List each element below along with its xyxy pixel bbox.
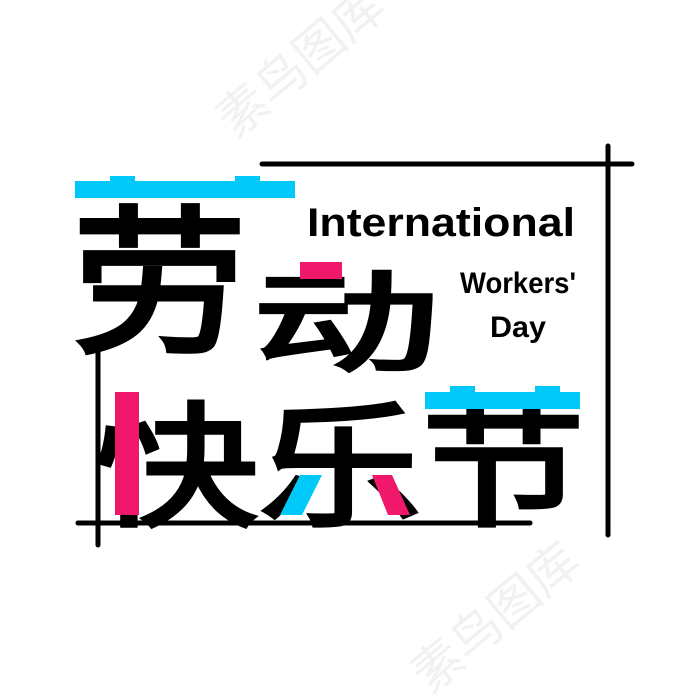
english-line-international: International bbox=[307, 201, 575, 245]
pink-bar-kuai bbox=[115, 392, 139, 515]
blue-tab-1 bbox=[110, 176, 135, 184]
english-line-workers: Workers' bbox=[460, 267, 576, 300]
chinese-title: 劳 动 快乐节 bbox=[72, 191, 585, 547]
pink-slash-le bbox=[372, 475, 410, 515]
blue-tab-4 bbox=[535, 386, 560, 394]
title-char-lao: 劳 bbox=[72, 191, 247, 378]
watermark-bottom: 素鸟图库 bbox=[400, 531, 590, 700]
accent-shapes bbox=[75, 176, 580, 515]
title-char-dong: 动 bbox=[252, 260, 440, 388]
blue-slash-le bbox=[280, 475, 322, 515]
english-line-day: Day bbox=[490, 311, 546, 344]
english-title: International Workers' Day bbox=[307, 201, 576, 344]
frame bbox=[75, 143, 635, 548]
blue-tab-3 bbox=[450, 386, 475, 394]
pink-bar-dong bbox=[300, 262, 342, 279]
blue-bar-lao bbox=[75, 181, 295, 198]
blue-bar-jie bbox=[425, 392, 580, 409]
blue-tab-2 bbox=[235, 176, 260, 184]
watermark-top: 素鸟图库 bbox=[205, 0, 395, 149]
title-line-2: 快乐节 bbox=[95, 390, 585, 547]
